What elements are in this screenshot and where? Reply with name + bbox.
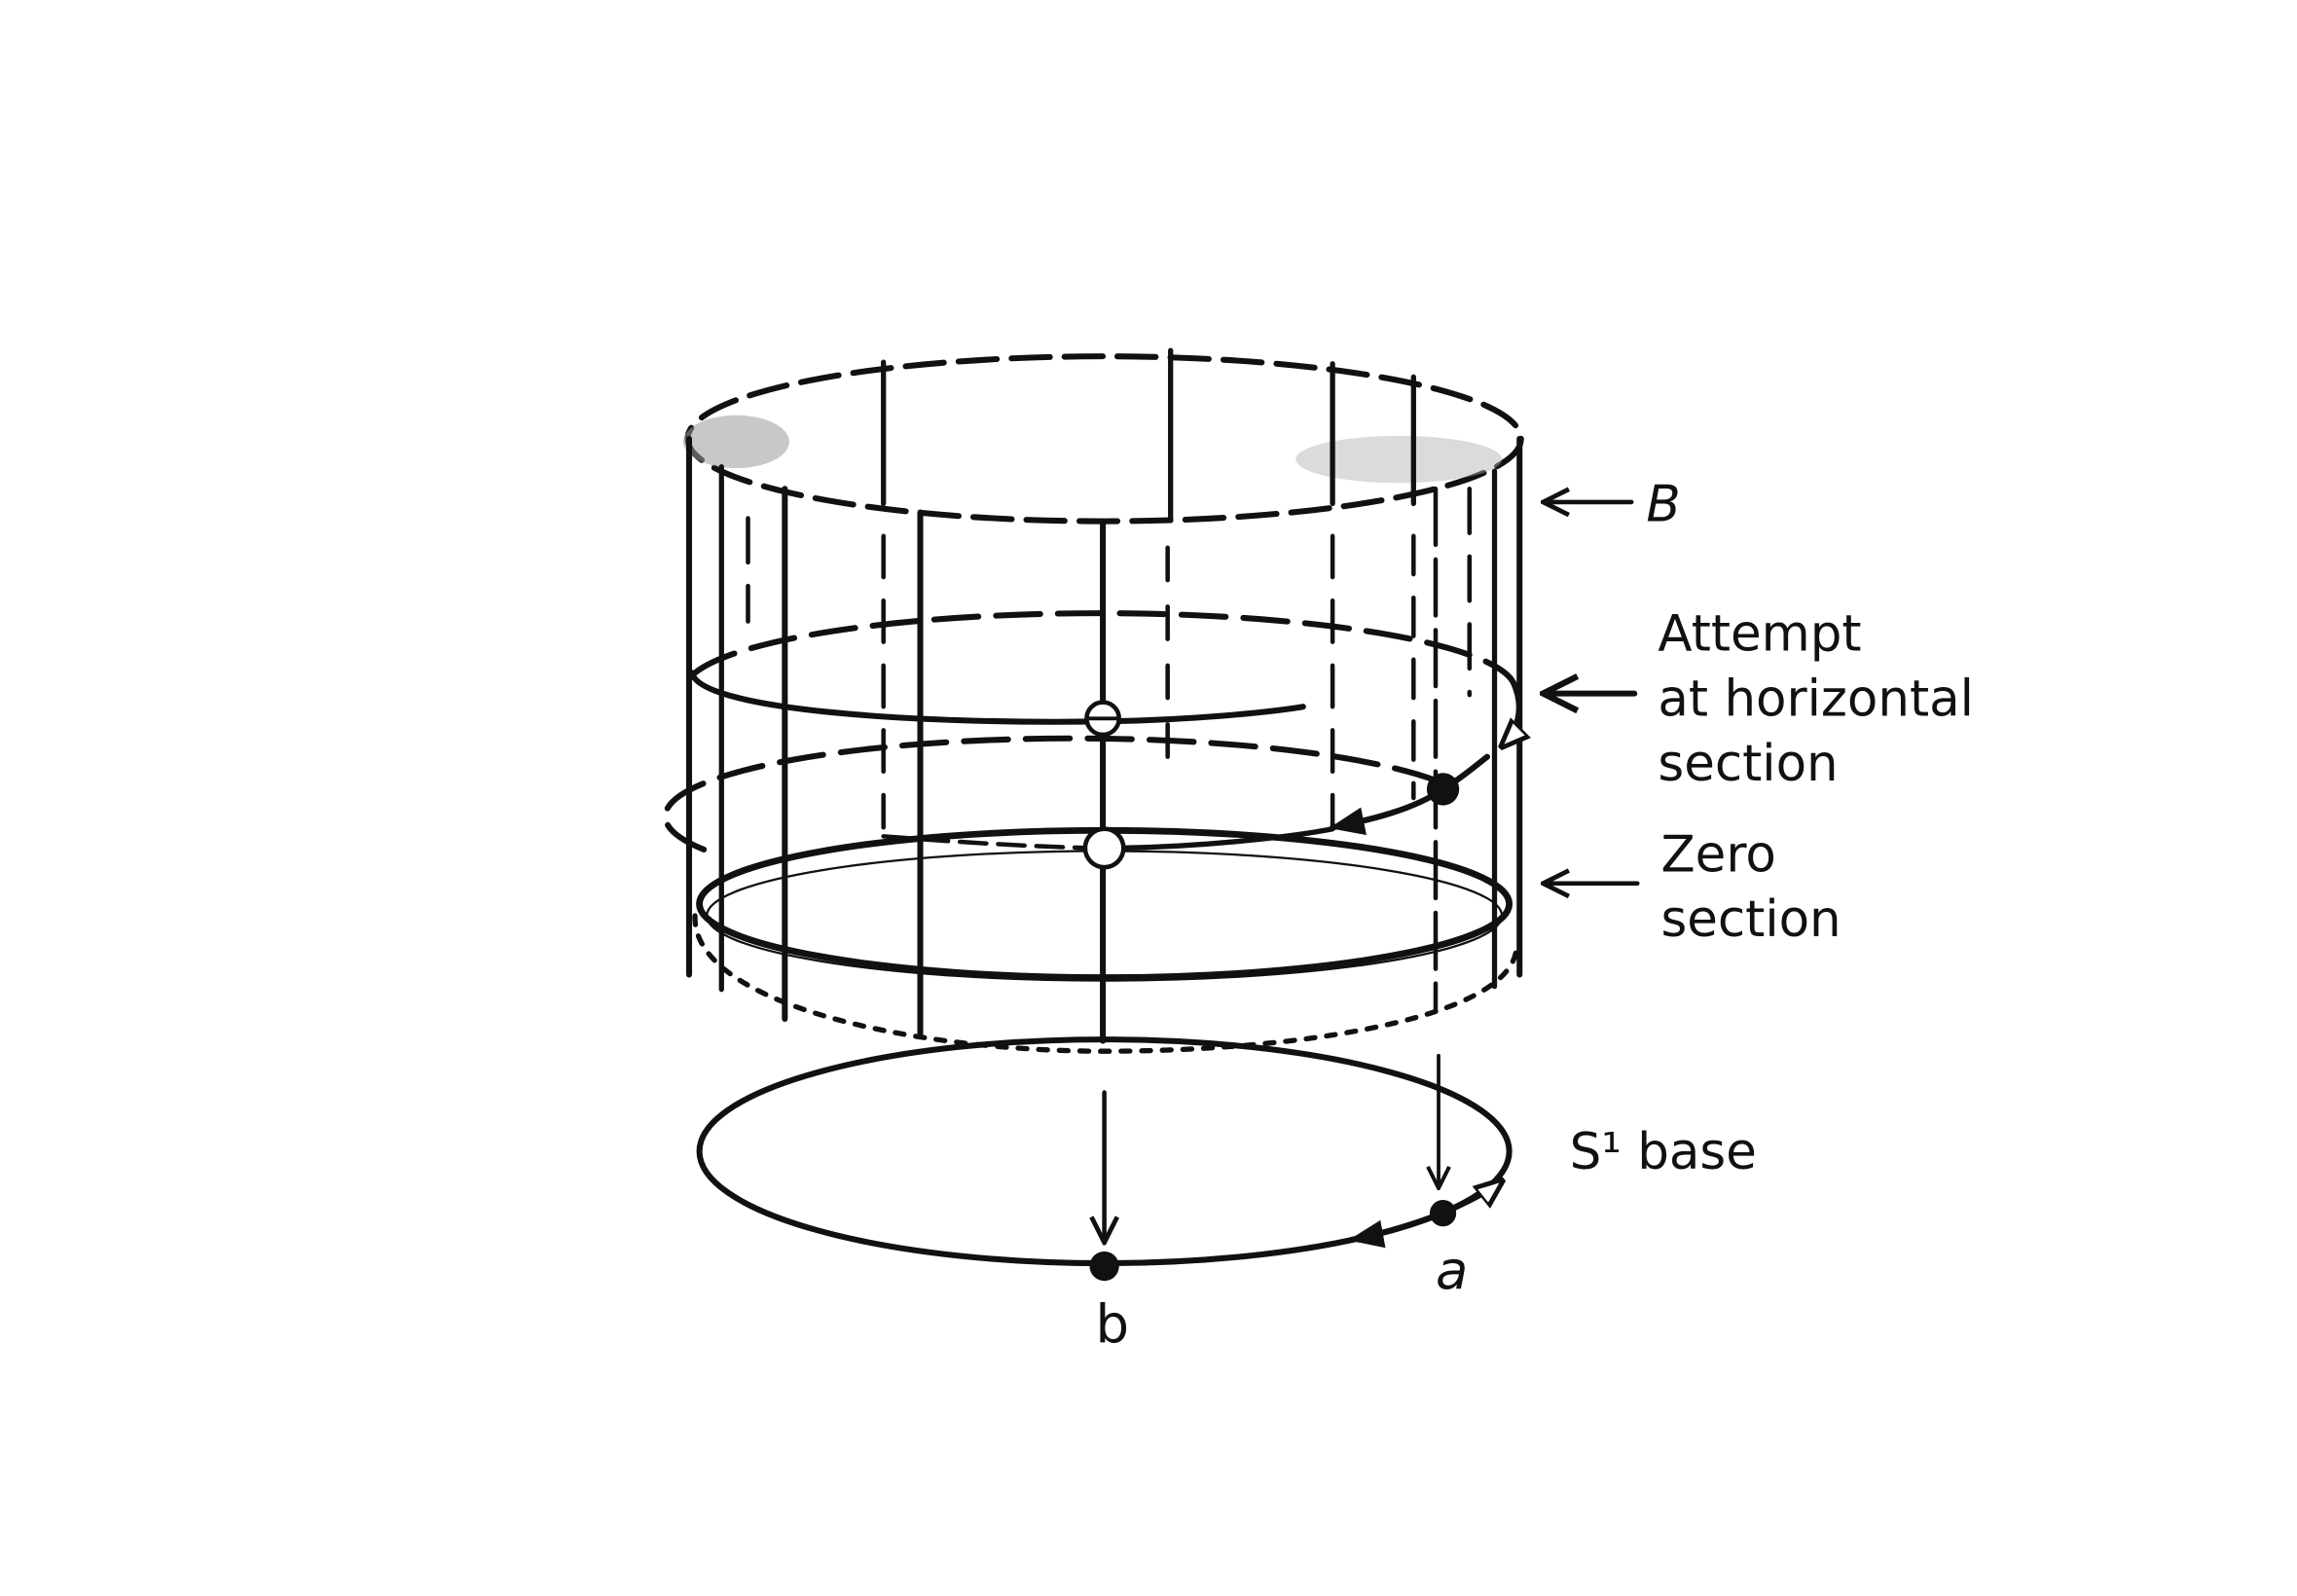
cylinder: [662, 347, 1521, 1054]
base-path-arrow: [1348, 1210, 1446, 1249]
label-b-upper: B: [1646, 476, 1680, 534]
label-arrows: [1543, 502, 1640, 884]
attempt-section-spiral: [1502, 679, 1519, 746]
section-path-dashed: [881, 834, 1095, 851]
top-shade-right: [1295, 435, 1503, 484]
section-path-front: [1116, 826, 1335, 852]
label-attempt-1: Attempt: [1658, 605, 1861, 664]
label-point-a: a: [1436, 1239, 1468, 1301]
attempt-section-back: [692, 610, 1517, 687]
point-b-dot: [1089, 1251, 1119, 1282]
label-point-b: b: [1096, 1293, 1130, 1356]
point-a-dot: [1429, 1200, 1457, 1227]
top-shade-left: [682, 415, 789, 469]
front-fibers: [718, 463, 1498, 1044]
bundle-point: [1426, 773, 1460, 806]
section-path-arrow: [1329, 785, 1446, 836]
zero-section-point: [1082, 826, 1126, 870]
label-zero-2: section: [1660, 890, 1841, 949]
back-fibers: [746, 347, 1473, 830]
attempt-section-front: [689, 670, 1306, 725]
base-circle-group: [696, 1036, 1513, 1282]
text-labels: B Attempt at horizontal section Zero sec…: [1096, 476, 1974, 1356]
label-zero-1: Zero: [1660, 826, 1775, 885]
label-base: S¹ base: [1570, 1123, 1757, 1181]
cylinder-bottom-rim: [692, 913, 1519, 1054]
zero-section-back: [662, 735, 1446, 852]
label-attempt-3: section: [1658, 735, 1838, 793]
label-attempt-2: at horizontal: [1658, 670, 1974, 728]
